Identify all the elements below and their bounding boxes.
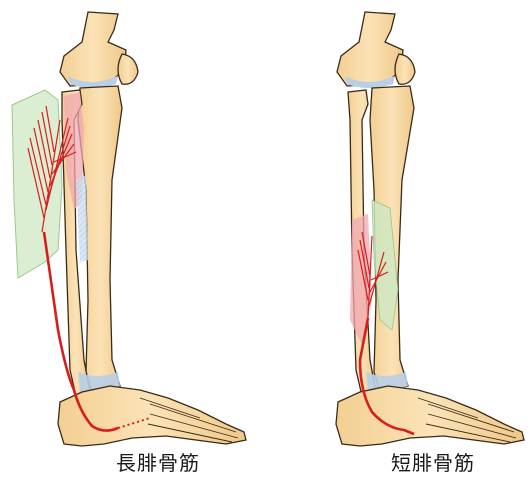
femur-bone — [60, 12, 126, 86]
patella-bone — [118, 54, 138, 84]
caption-right: 短腓骨筋 — [333, 447, 531, 476]
origin-area-green — [12, 90, 62, 278]
femur-bone — [337, 12, 403, 86]
right-panel — [336, 12, 524, 446]
interosseous-membrane — [76, 175, 88, 262]
caption-left: 長腓骨筋 — [58, 447, 258, 476]
left-panel — [12, 12, 246, 446]
patella-bone — [395, 54, 415, 84]
